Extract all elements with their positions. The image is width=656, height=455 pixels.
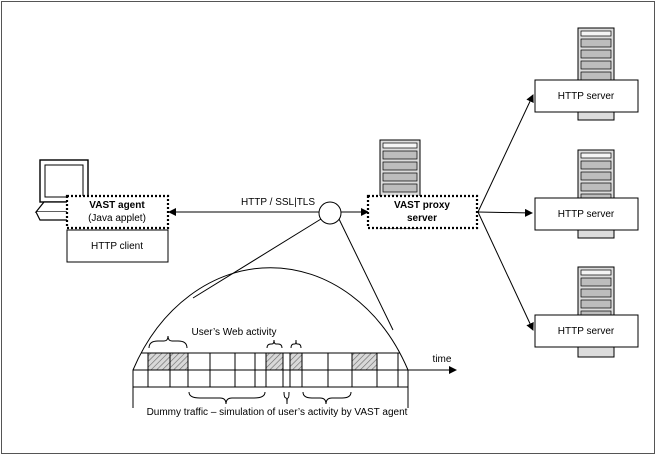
http-server-2: HTTP server (534, 149, 639, 239)
server-2-label: HTTP server (558, 209, 615, 220)
agent-subtitle: (Java applet) (88, 213, 146, 224)
activity-braces (148, 335, 302, 349)
activity-block (266, 353, 283, 370)
server-1-label: HTTP server (558, 91, 615, 102)
proxy-line1: VAST proxy (394, 200, 450, 211)
zoom-circle (318, 201, 342, 225)
http-client-box: HTTP client (66, 229, 169, 263)
activity-block (352, 353, 377, 370)
agent-title: VAST agent (89, 200, 145, 211)
magnified-view-dome (132, 267, 409, 408)
timeline-strip (133, 352, 408, 388)
zoom-line-right (338, 218, 394, 331)
http-server-3: HTTP server (534, 266, 639, 358)
proxy-to-server-2-arrow (477, 208, 533, 217)
vast-agent-box: VAST agent (Java applet) (65, 194, 170, 230)
proxy-to-server-1-arrow (477, 94, 534, 213)
vast-proxy-box: VAST proxy server (366, 194, 479, 230)
zoom-line-left (192, 218, 322, 299)
http-server-1: HTTP server (534, 27, 639, 121)
proxy-to-server-3-arrow (477, 211, 534, 331)
dummy-traffic-label: Dummy traffic – simulation of user’s act… (147, 407, 408, 418)
activity-label: User’s Web activity (191, 327, 276, 338)
activity-block (290, 353, 302, 370)
dummy-traffic-braces (188, 391, 352, 405)
link-label: HTTP / SSL|TLS (241, 197, 315, 208)
http-client-label: HTTP client (91, 241, 143, 252)
time-axis-label: time (433, 354, 452, 365)
server-3-label: HTTP server (558, 326, 615, 337)
proxy-line2: server (407, 213, 437, 224)
activity-block (148, 353, 188, 370)
